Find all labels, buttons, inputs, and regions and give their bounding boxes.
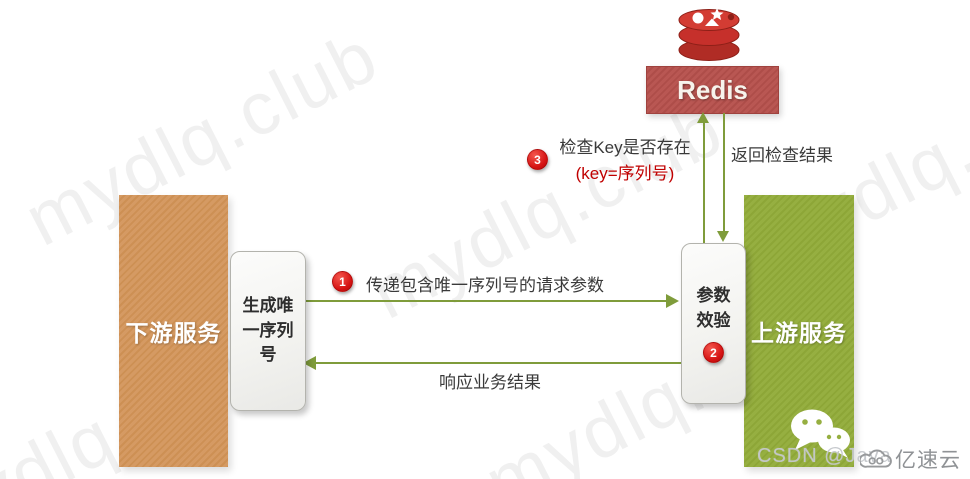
- redis-db-icon: [678, 8, 740, 61]
- request-arrowhead-icon: [666, 294, 679, 308]
- request-params-label: 传递包含唯一序列号的请求参数: [366, 276, 604, 295]
- brand-name: 亿速云: [895, 449, 961, 472]
- redis-node: Redis: [646, 66, 779, 114]
- return-arrow-line: [723, 113, 725, 231]
- downstream-service-label: 下游服务: [125, 320, 222, 346]
- check-key-text: 检查Key是否存在: [559, 138, 691, 157]
- cloud-icon: [860, 449, 892, 468]
- wechat-icon: [791, 409, 850, 458]
- step-2-badge: 2: [703, 342, 724, 364]
- response-result-label: 响应业务结果: [439, 373, 541, 392]
- check-key-subtext: (key=序列号): [575, 164, 675, 183]
- csdn-watermark: CSDN @Java: [757, 445, 892, 467]
- step-3-badge: 3: [527, 149, 548, 170]
- check-key-label: 检查Key是否存在 (key=序列号): [552, 133, 698, 184]
- response-arrow-line: [316, 362, 681, 364]
- generate-serial-label: 生成唯一序列号: [242, 296, 294, 365]
- generate-serial-node: 生成唯一序列号: [230, 251, 306, 411]
- redis-node-label: Redis: [677, 74, 748, 105]
- return-arrowhead-icon: [717, 231, 729, 242]
- param-validate-node: 参数效验 2: [681, 243, 746, 404]
- return-result-label: 返回检查结果: [731, 146, 833, 165]
- request-arrow-line: [304, 300, 666, 302]
- response-arrowhead-icon: [303, 356, 316, 370]
- step-1-badge: 1: [332, 271, 353, 292]
- downstream-service-node: 下游服务: [119, 195, 228, 467]
- upstream-service-label: 上游服务: [751, 320, 847, 346]
- yisu-cloud-logo: 亿速云: [860, 444, 961, 474]
- param-validate-label: 参数效验: [696, 285, 731, 330]
- check-arrow-line: [703, 122, 705, 243]
- check-arrowhead-icon: [697, 112, 709, 123]
